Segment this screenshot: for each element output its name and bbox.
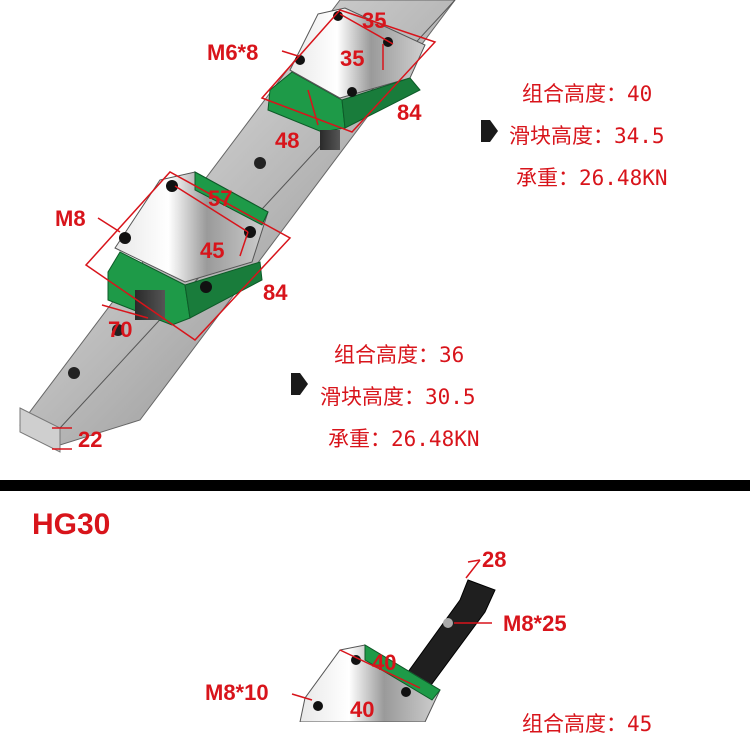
rail-width-label: 22 [78,427,103,452]
slider-block-1 [267,7,426,150]
arrow-icon [291,373,308,395]
section-title: HG30 [32,508,111,541]
base-label-block2: 70 [108,317,133,342]
rail-width-label-hg30: 28 [482,547,507,572]
section-divider [0,480,750,491]
block-inner-label-hg30: 40 [350,697,375,722]
spec-row: 滑块高度：34.5 [509,124,665,148]
length-label-block2: 84 [263,280,288,305]
hole-label-hg30: M8*10 [205,680,269,705]
dimension-lines-1 [52,9,437,450]
slider-block-2 [107,171,269,326]
width-label-block2: 57 [208,186,233,211]
spec-row: 组合高度：36 [334,343,465,367]
hole-label-block1: M6*8 [207,40,259,65]
spec-row: 承重：26.48KN [516,166,668,190]
hole-label-block2: M8 [55,206,86,231]
inner-width-label-block2: 45 [200,238,225,263]
base-label-block1: 48 [275,128,300,153]
arrow-icon [481,120,498,142]
dimension-lines-2 [291,559,492,701]
spec-row: 组合高度：40 [522,82,653,106]
inner-width-label-block1: 35 [340,46,365,71]
length-label-block1: 84 [397,100,422,125]
spec-row: 承重：26.48KN [328,427,480,451]
block-width-label-hg30: 40 [372,650,397,675]
width-label-block1: 35 [362,8,387,33]
rail-hole-label-hg30: M8*25 [503,611,567,636]
spec-row: 组合高度：45 [522,712,653,736]
rail-illustration [0,0,750,722]
spec-row: 滑块高度：30.5 [320,385,476,409]
